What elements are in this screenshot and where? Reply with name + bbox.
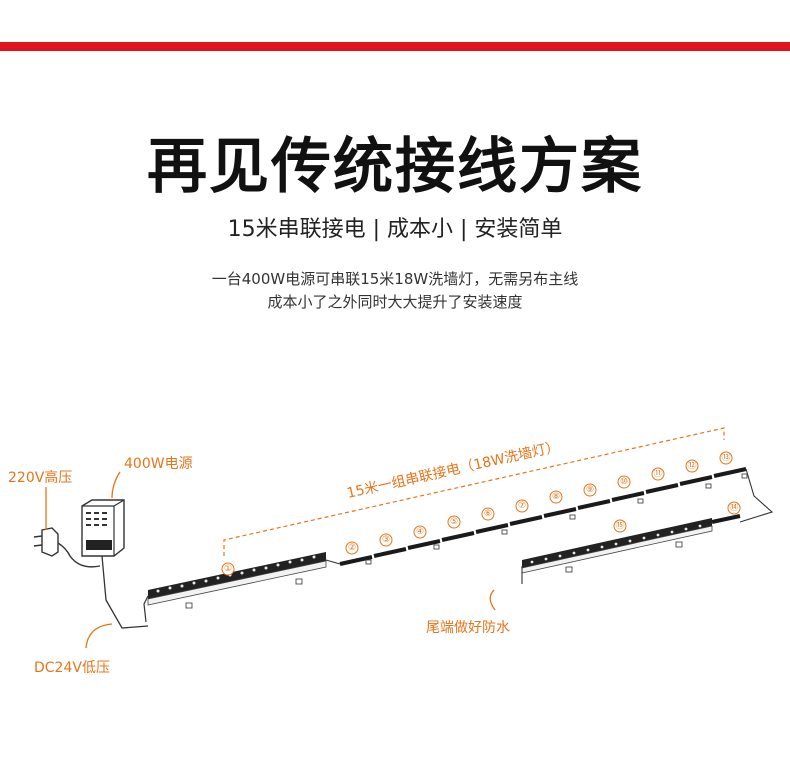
lamp-number-5: ⑤ bbox=[450, 517, 458, 527]
low-voltage-leader bbox=[85, 623, 113, 649]
turnaround-cable bbox=[739, 468, 774, 523]
lamp-number-15: ⑮ bbox=[615, 520, 624, 531]
lamp-number-6: ⑥ bbox=[484, 509, 492, 519]
lamp-number-circles bbox=[221, 451, 741, 576]
lamp-number-7: ⑦ bbox=[518, 501, 526, 511]
lamp-number-14: ⑭ bbox=[729, 502, 738, 513]
lamp-number-2: ② bbox=[348, 543, 356, 553]
power-supply-box-icon bbox=[81, 499, 125, 557]
wall-washer-lamp-1 bbox=[143, 552, 327, 623]
lower-lamp-row bbox=[521, 514, 741, 584]
description-line-1: 一台400W电源可串联15米18W洗墙灯，无需另布主线 bbox=[211, 270, 579, 288]
lamp-number-8: ⑧ bbox=[552, 492, 560, 502]
lamp-number-10: ⑩ bbox=[620, 477, 628, 487]
power-supply-label: 400W电源 bbox=[124, 456, 193, 472]
end-waterproof-label: 尾端做好防水 bbox=[426, 620, 510, 636]
low-voltage-cable bbox=[101, 555, 149, 629]
end-waterproof-leader bbox=[489, 589, 496, 611]
series-label: 15米一组串联接电（18W洗墙灯） bbox=[345, 438, 561, 502]
low-voltage-label: DC24V低压 bbox=[34, 660, 110, 676]
top-red-bar bbox=[0, 42, 790, 51]
page-title: 再见传统接线方案 bbox=[147, 132, 643, 202]
lamp-number-12: ⑫ bbox=[687, 460, 696, 471]
upper-lamp-row bbox=[339, 467, 747, 566]
power-plug-icon bbox=[33, 527, 101, 568]
page-subtitle: 15米串联接电 | 成本小 | 安装简单 bbox=[227, 217, 563, 242]
lamp-number-11: ⑪ bbox=[653, 468, 662, 479]
power-supply-leader bbox=[111, 471, 121, 499]
lamp-number-4: ④ bbox=[416, 527, 424, 537]
lamp-number-1: ① bbox=[224, 564, 232, 574]
high-voltage-label: 220V高压 bbox=[8, 469, 72, 486]
series-dashed-bracket bbox=[223, 427, 725, 556]
description-line-2: 成本小了之外同时大大提升了安装速度 bbox=[267, 293, 523, 311]
lamp-number-3: ③ bbox=[382, 535, 390, 545]
lamp-number-9: ⑨ bbox=[586, 485, 594, 495]
mounting-clips bbox=[365, 473, 748, 565]
lamp-number-13: ⑬ bbox=[721, 452, 730, 463]
